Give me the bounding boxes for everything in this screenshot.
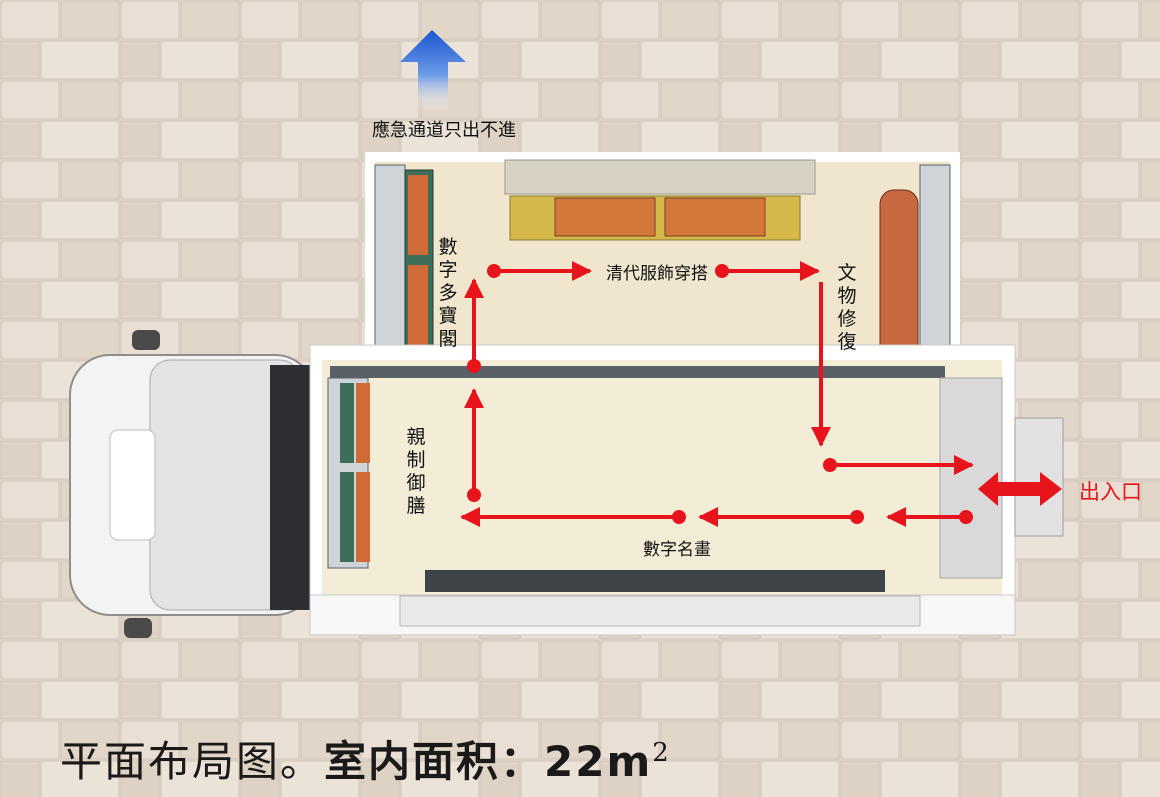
upper-extension-room xyxy=(365,152,960,371)
zone-label-qing-costume: 清代服飾穿搭 xyxy=(606,264,708,284)
emergency-exit-label: 應急通道只出不進 xyxy=(372,120,516,141)
zone-label-digital-painting: 數字名畫 xyxy=(643,540,711,560)
zone-label-digital-shelf: 數字多寶閣 xyxy=(438,236,458,350)
route-dot xyxy=(672,510,686,524)
visit-route xyxy=(460,261,974,527)
route-dot xyxy=(487,264,501,278)
caption-prefix: 平面布局图。 xyxy=(60,737,325,786)
route-dot xyxy=(850,510,864,524)
zone-label-imperial-meal: 親制御膳 xyxy=(406,426,426,517)
emergency-exit-arrow-icon xyxy=(400,30,466,112)
truck-cab xyxy=(69,330,316,638)
entrance-double-arrow-icon xyxy=(978,472,1062,506)
route-dot xyxy=(467,488,481,502)
route-dot xyxy=(715,264,729,278)
route-dot xyxy=(467,359,481,373)
main-container-room xyxy=(309,344,1064,636)
caption-area-sup: 2 xyxy=(652,738,671,768)
caption: 平面布局图。室内面积：22m2 xyxy=(60,728,671,789)
entrance-label: 出入口 xyxy=(1079,480,1142,504)
zone-label-relic-restore: 文物修復 xyxy=(837,262,857,353)
route-dot xyxy=(823,458,837,472)
caption-area-value: 22m xyxy=(544,737,653,786)
route-dot xyxy=(959,510,973,524)
caption-area-label: 室内面积： xyxy=(324,737,545,786)
